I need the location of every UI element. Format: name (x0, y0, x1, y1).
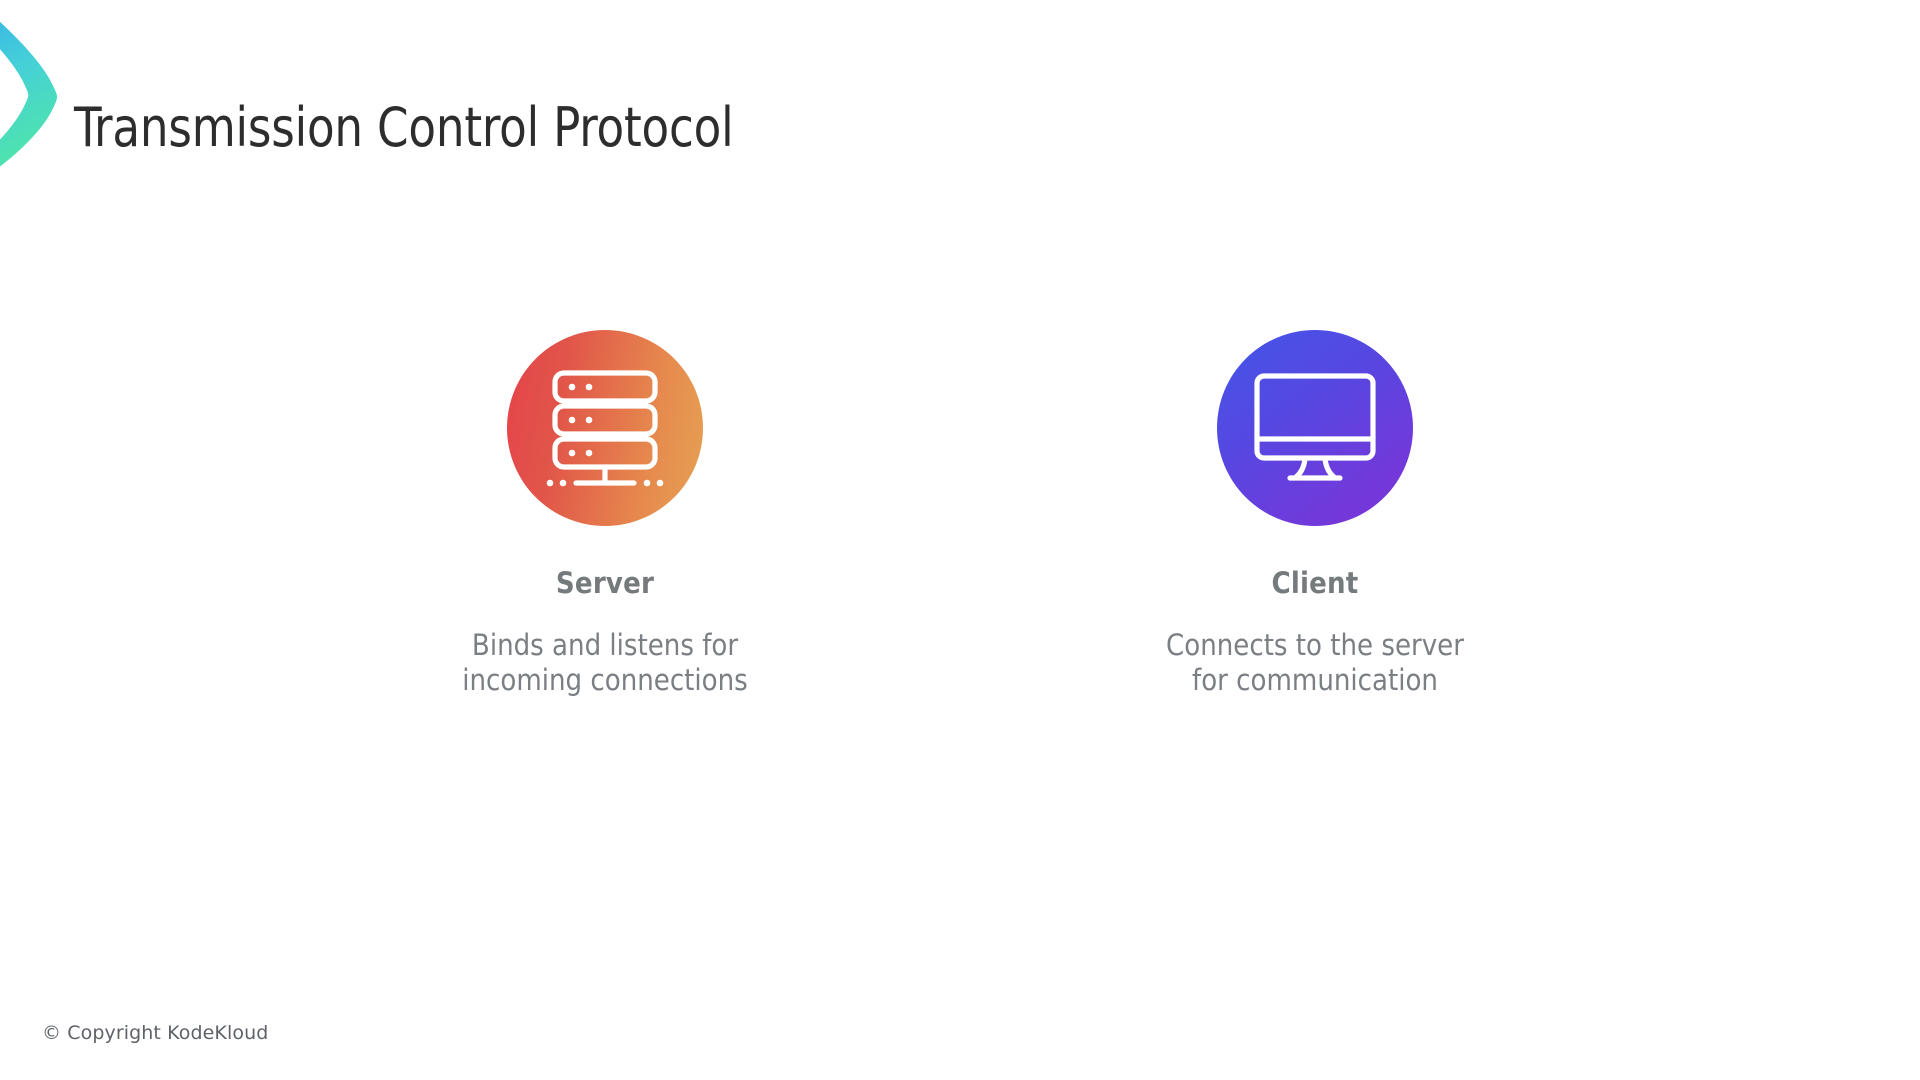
concept-cards-row: Server Binds and listens for incoming co… (0, 330, 1920, 699)
footer-copyright: © Copyright KodeKloud (42, 1022, 269, 1044)
card-description-server: Binds and listens for incoming connectio… (462, 627, 748, 698)
desktop-monitor-icon (1254, 373, 1376, 481)
card-title-client: Client (1271, 566, 1359, 600)
server-icon-badge (507, 330, 703, 526)
server-rack-icon (546, 370, 664, 487)
card-description-client: Connects to the server for communication (1166, 627, 1464, 698)
page-title: Transmission Control Protocol (74, 96, 734, 160)
chevron-accent-icon (0, 18, 72, 168)
card-client: Client Connects to the server for commun… (1150, 330, 1480, 699)
card-title-server: Server (555, 566, 655, 600)
card-server: Server Binds and listens for incoming co… (440, 330, 770, 699)
client-icon-badge (1217, 330, 1413, 526)
